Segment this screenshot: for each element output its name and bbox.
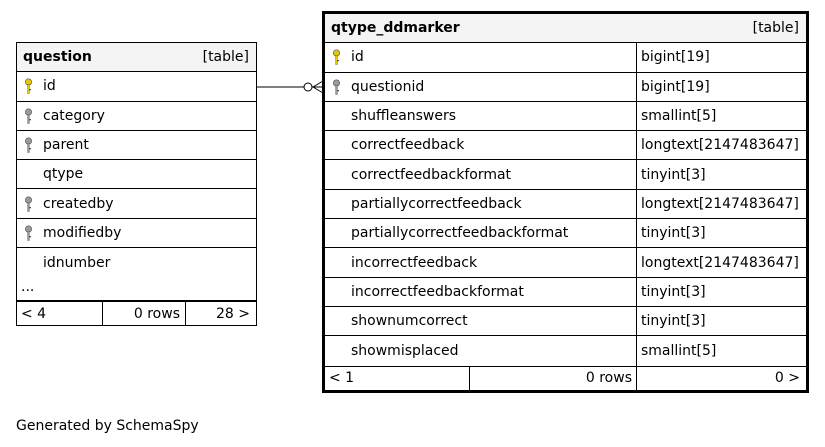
table-name: qtype_ddmarker [331,20,460,37]
relationship-connector [256,80,324,94]
footer-rows: 0 rows [469,366,636,390]
foreign-key-icon [24,137,33,153]
foreign-key-icon [24,196,33,212]
column-row: id bigint[19] [325,43,806,73]
column-type: longtext[2147483647] [636,189,799,219]
column-name: questionid [351,78,425,95]
column-row: shuffleanswers smallint[5] [325,101,806,132]
column-row: category [17,102,256,131]
footer-parents: < 4 [21,305,47,322]
column-row: parent [17,131,256,161]
column-name: correctfeedback [351,137,465,154]
column-name: shownumcorrect [351,313,468,330]
foreign-key-icon [24,108,33,124]
foreign-key-icon [332,79,341,95]
column-type: tinyint[3] [636,219,706,248]
primary-key-icon [332,49,341,66]
column-name: shuffleanswers [351,108,457,125]
column-row: modifiedby [17,219,256,249]
primary-key-icon [24,78,33,95]
column-row: incorrectfeedbackformat tinyint[3] [325,277,806,307]
column-type: bigint[19] [636,72,710,101]
column-name: parent [43,137,89,154]
column-row: correctfeedback longtext[2147483647] [325,131,806,161]
column-type: smallint[5] [636,101,716,131]
footer-parents: < 1 [329,370,355,387]
column-type: bigint[19] [636,43,710,72]
column-row: partiallycorrectfeedback longtext[2147483… [325,189,806,220]
column-name: modifiedby [43,224,122,241]
column-row: correctfeedbackformat tinyint[3] [325,160,806,190]
footer-children: 0 > [636,366,806,390]
table-header: qtype_ddmarker [table] [325,14,806,44]
column-type: longtext[2147483647] [636,131,799,160]
table-footer: < 4 0 rows 28 > [17,301,256,326]
column-name: category [43,107,105,124]
column-type: smallint[5] [636,336,716,366]
footnote: Generated by SchemaSpy [16,418,199,434]
table-header: question [table] [17,43,256,73]
column-name: id [43,78,56,95]
column-row: showmisplaced smallint[5] [325,336,806,366]
column-name: incorrectfeedbackformat [351,283,524,300]
column-row: shownumcorrect tinyint[3] [325,306,806,337]
footer-rows: 0 rows [102,302,184,326]
footer-children: 28 > [185,302,256,326]
table-kind: [table] [752,20,799,37]
column-name: qtype [43,166,84,183]
column-name: correctfeedbackformat [351,166,512,183]
column-name: partiallycorrectfeedback [351,195,522,212]
column-row: idnumber [17,248,256,277]
column-name: createdby [43,195,114,212]
table-footer: < 1 0 rows 0 > [325,365,806,390]
table-name: question [23,49,92,66]
column-type: tinyint[3] [636,306,706,336]
column-type: longtext[2147483647] [636,248,799,277]
column-type: tinyint[3] [636,277,706,306]
column-row: partiallycorrectfeedbackformat tinyint[3] [325,219,806,249]
table-kind: [table] [202,49,249,66]
column-name: incorrectfeedback [351,254,478,271]
column-row: id [17,72,256,102]
column-row: questionid bigint[19] [325,72,806,102]
column-row: incorrectfeedback longtext[2147483647] [325,248,806,278]
foreign-key-icon [24,225,33,241]
column-row: createdby [17,189,256,219]
table-question: question [table] id category parent qtype cr… [16,42,257,327]
column-row: qtype [17,160,256,190]
column-name: partiallycorrectfeedbackformat [351,225,569,242]
column-name: idnumber [43,254,111,271]
column-type: tinyint[3] [636,160,706,189]
column-name: showmisplaced [351,342,459,359]
column-name: id [351,49,364,66]
ellipsis: ... [21,278,35,295]
ellipsis-row: ... [17,277,256,302]
